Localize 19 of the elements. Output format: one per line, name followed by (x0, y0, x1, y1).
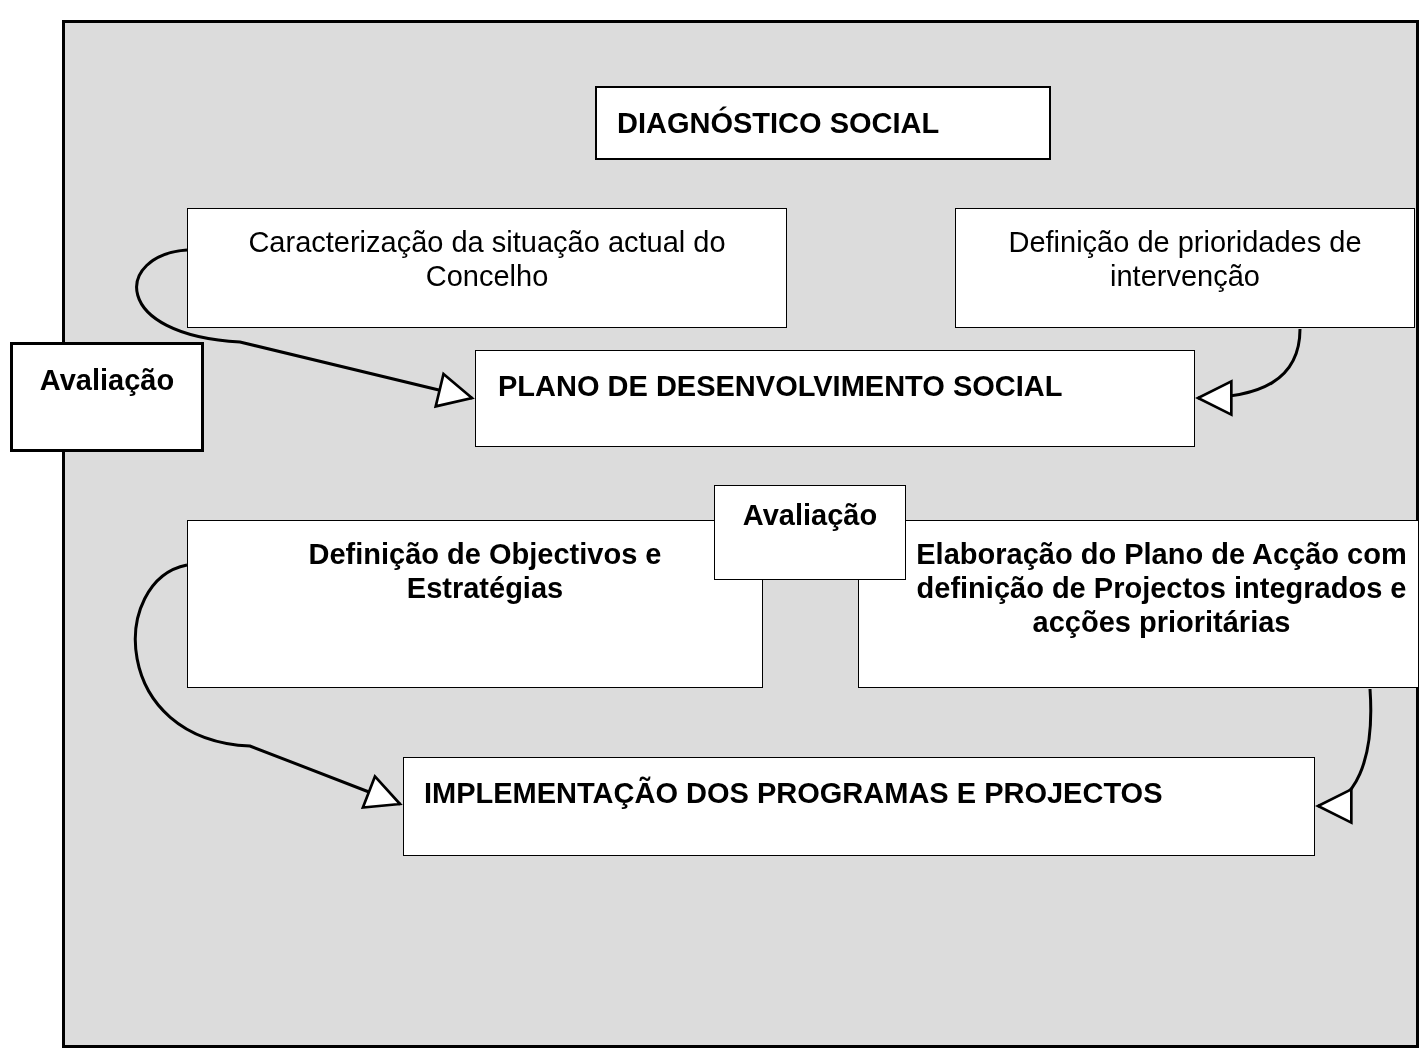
box-text: Definição de Objectivos e Estratégias (307, 537, 663, 605)
process-box (595, 86, 1051, 160)
box-text: Avaliação (741, 498, 879, 532)
box-text: IMPLEMENTAÇÃO DOS PROGRAMAS E PROJECTOS (424, 776, 1164, 810)
process-box (475, 350, 1195, 447)
process-box (10, 342, 204, 452)
box-text: Elaboração do Plano de Acção com definição de Projectos integrados e acções prioritárias (915, 537, 1408, 639)
curved-arrow (1196, 328, 1302, 416)
curved-arrow (133, 563, 402, 809)
process-box (714, 485, 906, 580)
process-box (187, 208, 787, 328)
curved-arrow (135, 248, 474, 408)
box-text: Caracterização da situação actual do Concelho (247, 225, 727, 293)
box-text: PLANO DE DESENVOLVIMENTO SOCIAL (498, 369, 1064, 403)
box-text: Avaliação (38, 363, 176, 397)
box-text: Definição de prioridades de intervenção (1007, 225, 1363, 293)
process-box (403, 757, 1315, 856)
box-text: DIAGNÓSTICO SOCIAL (617, 106, 941, 140)
process-box (955, 208, 1415, 328)
